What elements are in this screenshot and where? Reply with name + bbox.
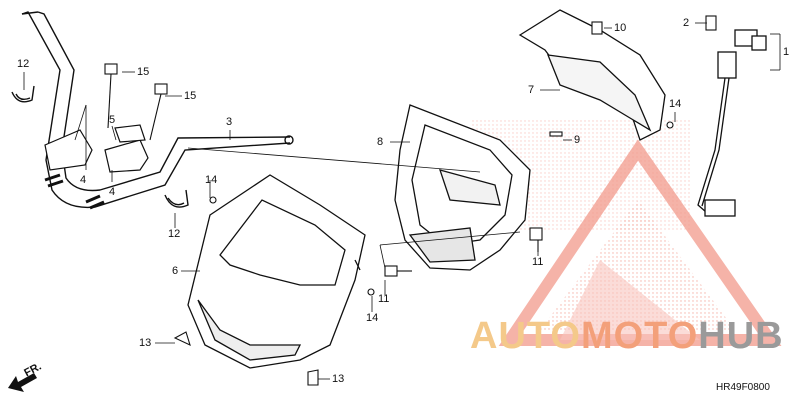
callout-1: 1 bbox=[783, 46, 790, 58]
callout-13-bottom: 13 bbox=[332, 373, 345, 385]
callout-3: 3 bbox=[226, 116, 233, 128]
callout-10: 10 bbox=[614, 22, 627, 34]
headlight-cover bbox=[187, 174, 366, 369]
clips-12 bbox=[11, 85, 189, 208]
callout-2: 2 bbox=[683, 17, 690, 29]
callout-15-top: 15 bbox=[137, 66, 150, 78]
leader-lines bbox=[23, 22, 781, 380]
callout-14-left: 14 bbox=[205, 174, 218, 186]
callout-12-top: 12 bbox=[17, 58, 30, 70]
watermark-triangle bbox=[498, 139, 782, 346]
callout-15-mid: 15 bbox=[184, 90, 197, 102]
callout-11-center: 11 bbox=[378, 293, 390, 305]
wire-harness bbox=[697, 29, 767, 217]
watermark-part1: AUTO bbox=[470, 315, 581, 357]
callout-14-bottom: 14 bbox=[366, 312, 379, 324]
callout-6: 6 bbox=[172, 265, 179, 277]
front-direction-arrow bbox=[8, 373, 37, 392]
callout-8: 8 bbox=[377, 136, 384, 148]
fasteners bbox=[173, 15, 717, 386]
callout-4-left: 4 bbox=[80, 174, 87, 186]
watermark-text: AUTOMOTOHUB bbox=[470, 316, 784, 356]
headlight-case bbox=[394, 104, 531, 271]
bolts-15 bbox=[104, 63, 168, 141]
callout-7: 7 bbox=[528, 84, 535, 96]
callout-11-right: 11 bbox=[532, 256, 544, 268]
handlebar-holders bbox=[44, 124, 149, 173]
diagram-part-code: HR49F0800 bbox=[716, 382, 770, 393]
watermark-part2: MOTO bbox=[580, 315, 699, 357]
callout-12-bottom: 12 bbox=[168, 228, 181, 240]
callout-9: 9 bbox=[574, 134, 581, 146]
watermark-part3: HUB bbox=[698, 315, 784, 357]
callout-14-right: 14 bbox=[669, 98, 682, 110]
callout-4-right: 4 bbox=[109, 186, 116, 198]
callout-5: 5 bbox=[109, 114, 116, 126]
callout-13-left: 13 bbox=[139, 337, 152, 349]
